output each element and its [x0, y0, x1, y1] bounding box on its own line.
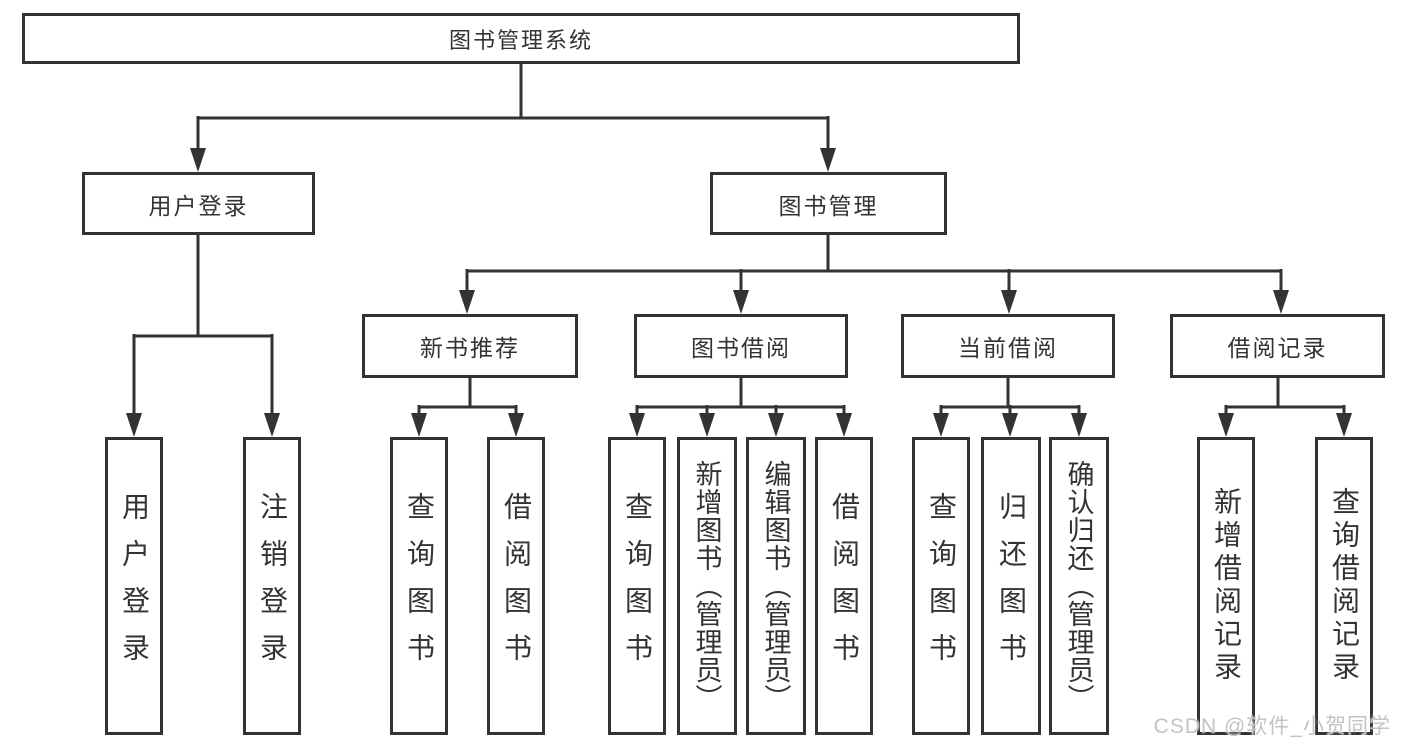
node-label: 借阅图书 [501, 492, 532, 680]
node-label: 归还图书 [996, 492, 1027, 680]
leaf-borrow-books-recommend: 借阅图书 [487, 437, 545, 735]
leaf-add-books-admin: 新增图书（管理员） [677, 437, 737, 735]
leaf-confirm-return-admin: 确认归还（管理员） [1049, 437, 1109, 735]
node-book-borrowing: 图书借阅 [634, 314, 848, 378]
leaf-query-books-recommend: 查询图书 [390, 437, 448, 735]
node-label: 借阅记录 [1227, 335, 1328, 361]
leaf-user-login: 用户登录 [105, 437, 163, 735]
node-label: 查询借阅记录 [1329, 487, 1360, 685]
node-label: 查询图书 [622, 492, 653, 680]
node-book-management: 图书管理 [710, 172, 947, 235]
node-label: 借阅图书 [829, 492, 860, 680]
node-label: 图书借阅 [691, 335, 791, 361]
node-new-book-recommend: 新书推荐 [362, 314, 578, 378]
node-borrowing-records: 借阅记录 [1170, 314, 1385, 378]
leaf-borrow-books-borrowing: 借阅图书 [815, 437, 873, 735]
node-current-borrowing: 当前借阅 [901, 314, 1115, 378]
leaf-add-borrow-record: 新增借阅记录 [1197, 437, 1255, 735]
node-label: 注销登录 [257, 492, 288, 680]
node-label: 图书管理 [778, 192, 879, 219]
leaf-query-books-borrowing: 查询图书 [608, 437, 666, 735]
node-label: 编辑图书（管理员） [760, 460, 791, 712]
node-label: 当前借阅 [958, 335, 1058, 361]
leaf-return-books: 归还图书 [981, 437, 1041, 735]
node-label: 查询图书 [926, 492, 957, 680]
node-label: 新书推荐 [420, 335, 520, 361]
leaf-edit-books-admin: 编辑图书（管理员） [746, 437, 806, 735]
leaf-logout: 注销登录 [243, 437, 301, 735]
node-label: 图书管理系统 [448, 27, 593, 53]
node-label: 查询图书 [404, 492, 435, 680]
leaf-query-books-current: 查询图书 [912, 437, 970, 735]
node-label: 确认归还（管理员） [1063, 460, 1094, 712]
node-library-management-system: 图书管理系统 [22, 13, 1020, 64]
node-label: 用户登录 [119, 492, 150, 680]
node-label: 用户登录 [148, 192, 249, 219]
node-label: 新增图书（管理员） [691, 460, 722, 712]
leaf-query-borrow-record: 查询借阅记录 [1315, 437, 1373, 735]
node-label: 新增借阅记录 [1211, 487, 1242, 685]
watermark: CSDN @软件_小贺同学 [1153, 715, 1391, 738]
node-user-login: 用户登录 [82, 172, 315, 235]
